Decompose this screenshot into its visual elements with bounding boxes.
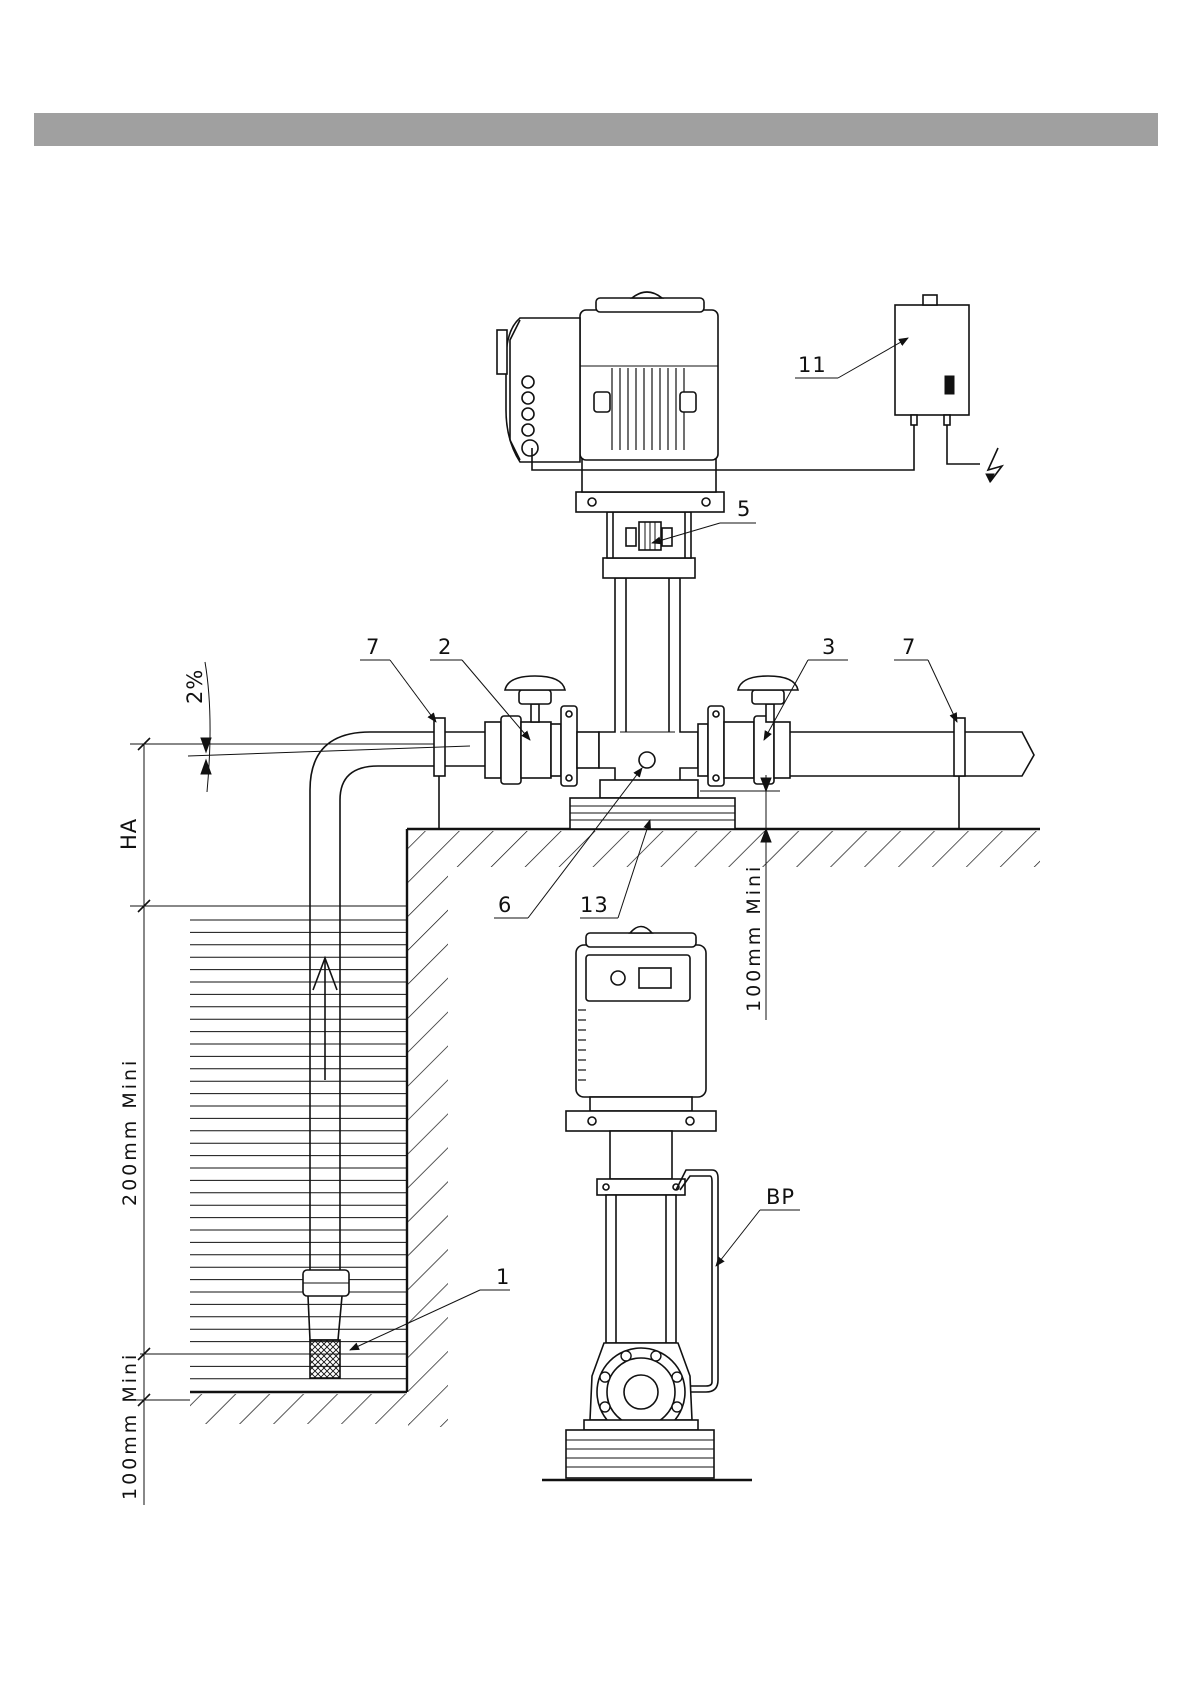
dim-200mm-mini: 200mm Mini xyxy=(119,1058,141,1206)
dim-100mm-mini-bottom: 100mm Mini xyxy=(119,1352,141,1500)
callout-2: 2 xyxy=(438,635,452,659)
callout-11: 11 xyxy=(798,353,827,377)
callout-3: 3 xyxy=(822,635,836,659)
dim-ha: HA xyxy=(117,818,141,850)
pipe-support-right xyxy=(954,718,965,829)
callout-7-right: 7 xyxy=(902,635,916,659)
dim-100mm-mini-floor: 100mm Mini xyxy=(743,864,765,1012)
callout-13: 13 xyxy=(580,893,609,917)
water-tank xyxy=(190,920,407,1379)
dim-slope: 2% xyxy=(183,669,207,704)
pipe-support-left xyxy=(434,718,445,829)
callout-7-left: 7 xyxy=(366,635,380,659)
callout-6: 6 xyxy=(498,893,512,917)
callout-bp: BP xyxy=(766,1185,795,1209)
pump-front-view xyxy=(542,927,752,1481)
callout-1: 1 xyxy=(496,1265,510,1289)
callout-5: 5 xyxy=(737,497,751,521)
